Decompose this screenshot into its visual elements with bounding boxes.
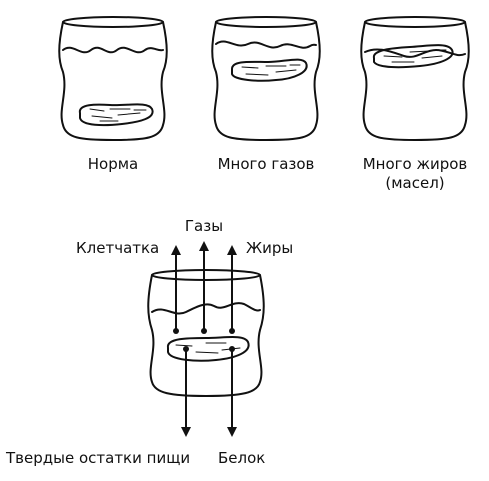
fiber-label: Клетчатка xyxy=(76,239,160,257)
fats-origin-dot xyxy=(229,328,235,334)
water-line xyxy=(151,302,261,315)
arrows-down xyxy=(181,349,237,437)
jar-body xyxy=(58,21,168,141)
jar-rim xyxy=(215,16,317,28)
water-line xyxy=(62,46,164,54)
jar-normal-label: Норма xyxy=(87,155,139,173)
stool-sample xyxy=(166,336,250,362)
jar-rim xyxy=(151,269,261,281)
stool-texture xyxy=(241,64,301,76)
protein-origin-dot xyxy=(229,346,235,352)
stool-sample xyxy=(372,44,454,69)
arrows-up xyxy=(171,241,237,331)
stool-sample xyxy=(231,58,308,82)
jar-body xyxy=(360,21,470,141)
stool-texture xyxy=(383,49,447,63)
water-line xyxy=(215,40,317,49)
jar-fats xyxy=(360,16,470,141)
stool-sample xyxy=(78,103,154,127)
stool-texture xyxy=(89,108,147,122)
fats-label: Жиры xyxy=(246,239,294,257)
jar-body xyxy=(147,274,265,397)
solids-origin-dot xyxy=(183,346,189,352)
jar-rim xyxy=(364,16,466,28)
jar-fats-sublabel: (масел) xyxy=(385,174,445,192)
jar-gases-label: Много газов xyxy=(217,155,315,173)
jar-normal xyxy=(58,16,168,141)
jar-fats-label: Много жиров xyxy=(362,155,468,173)
jar-gases xyxy=(211,16,321,141)
jar-explained xyxy=(147,269,265,397)
protein-label: Белок xyxy=(218,449,266,467)
solids-label: Твердые остатки пищи xyxy=(6,449,191,467)
jar-rim xyxy=(62,16,164,28)
gases-label: Газы xyxy=(184,217,224,235)
arrow-origins xyxy=(173,328,235,352)
gases-origin-dot xyxy=(201,328,207,334)
jar-body xyxy=(211,21,321,141)
fiber-origin-dot xyxy=(173,328,179,334)
